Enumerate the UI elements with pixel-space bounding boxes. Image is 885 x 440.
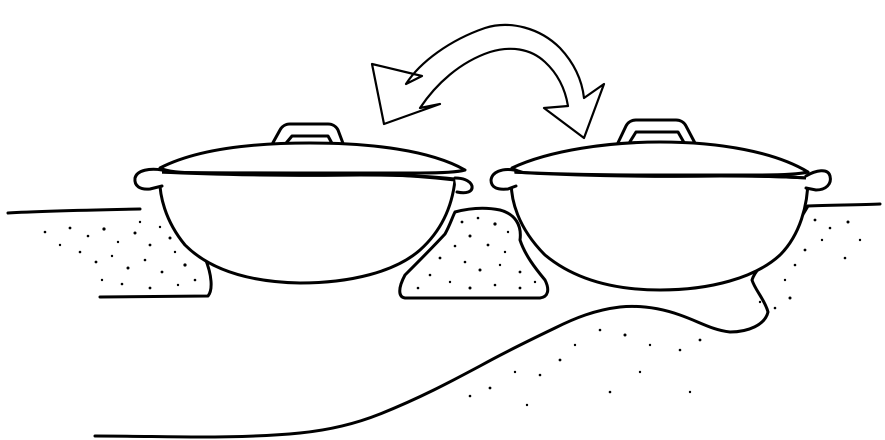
left-pot-handle-left	[133, 167, 164, 191]
swap-arrow-shape	[370, 23, 606, 140]
bottom-ground-line	[93, 434, 202, 439]
left-pot-handle-right	[453, 176, 474, 195]
left-soil-stipple	[43, 220, 197, 290]
left-pot-body	[158, 170, 457, 285]
right-pot-rim	[510, 170, 810, 180]
right-soil-stipple	[468, 218, 862, 407]
right-pot-handle-left	[489, 168, 518, 191]
ground-line-right	[806, 202, 882, 208]
left-pot-lid	[158, 141, 467, 175]
right-pot-lid	[510, 140, 810, 177]
right-pot-body	[509, 170, 810, 292]
ground-line-left	[6, 207, 142, 215]
right-pot-icon	[489, 118, 832, 292]
left-pot-icon	[133, 122, 474, 285]
swap-arrow-icon	[370, 23, 606, 140]
right-soil-outline	[198, 204, 810, 439]
right-pot-handle-right	[804, 169, 832, 192]
middle-soil-stipple	[416, 216, 537, 290]
left-pot-rim	[158, 170, 464, 182]
middle-soil-block	[398, 206, 550, 300]
